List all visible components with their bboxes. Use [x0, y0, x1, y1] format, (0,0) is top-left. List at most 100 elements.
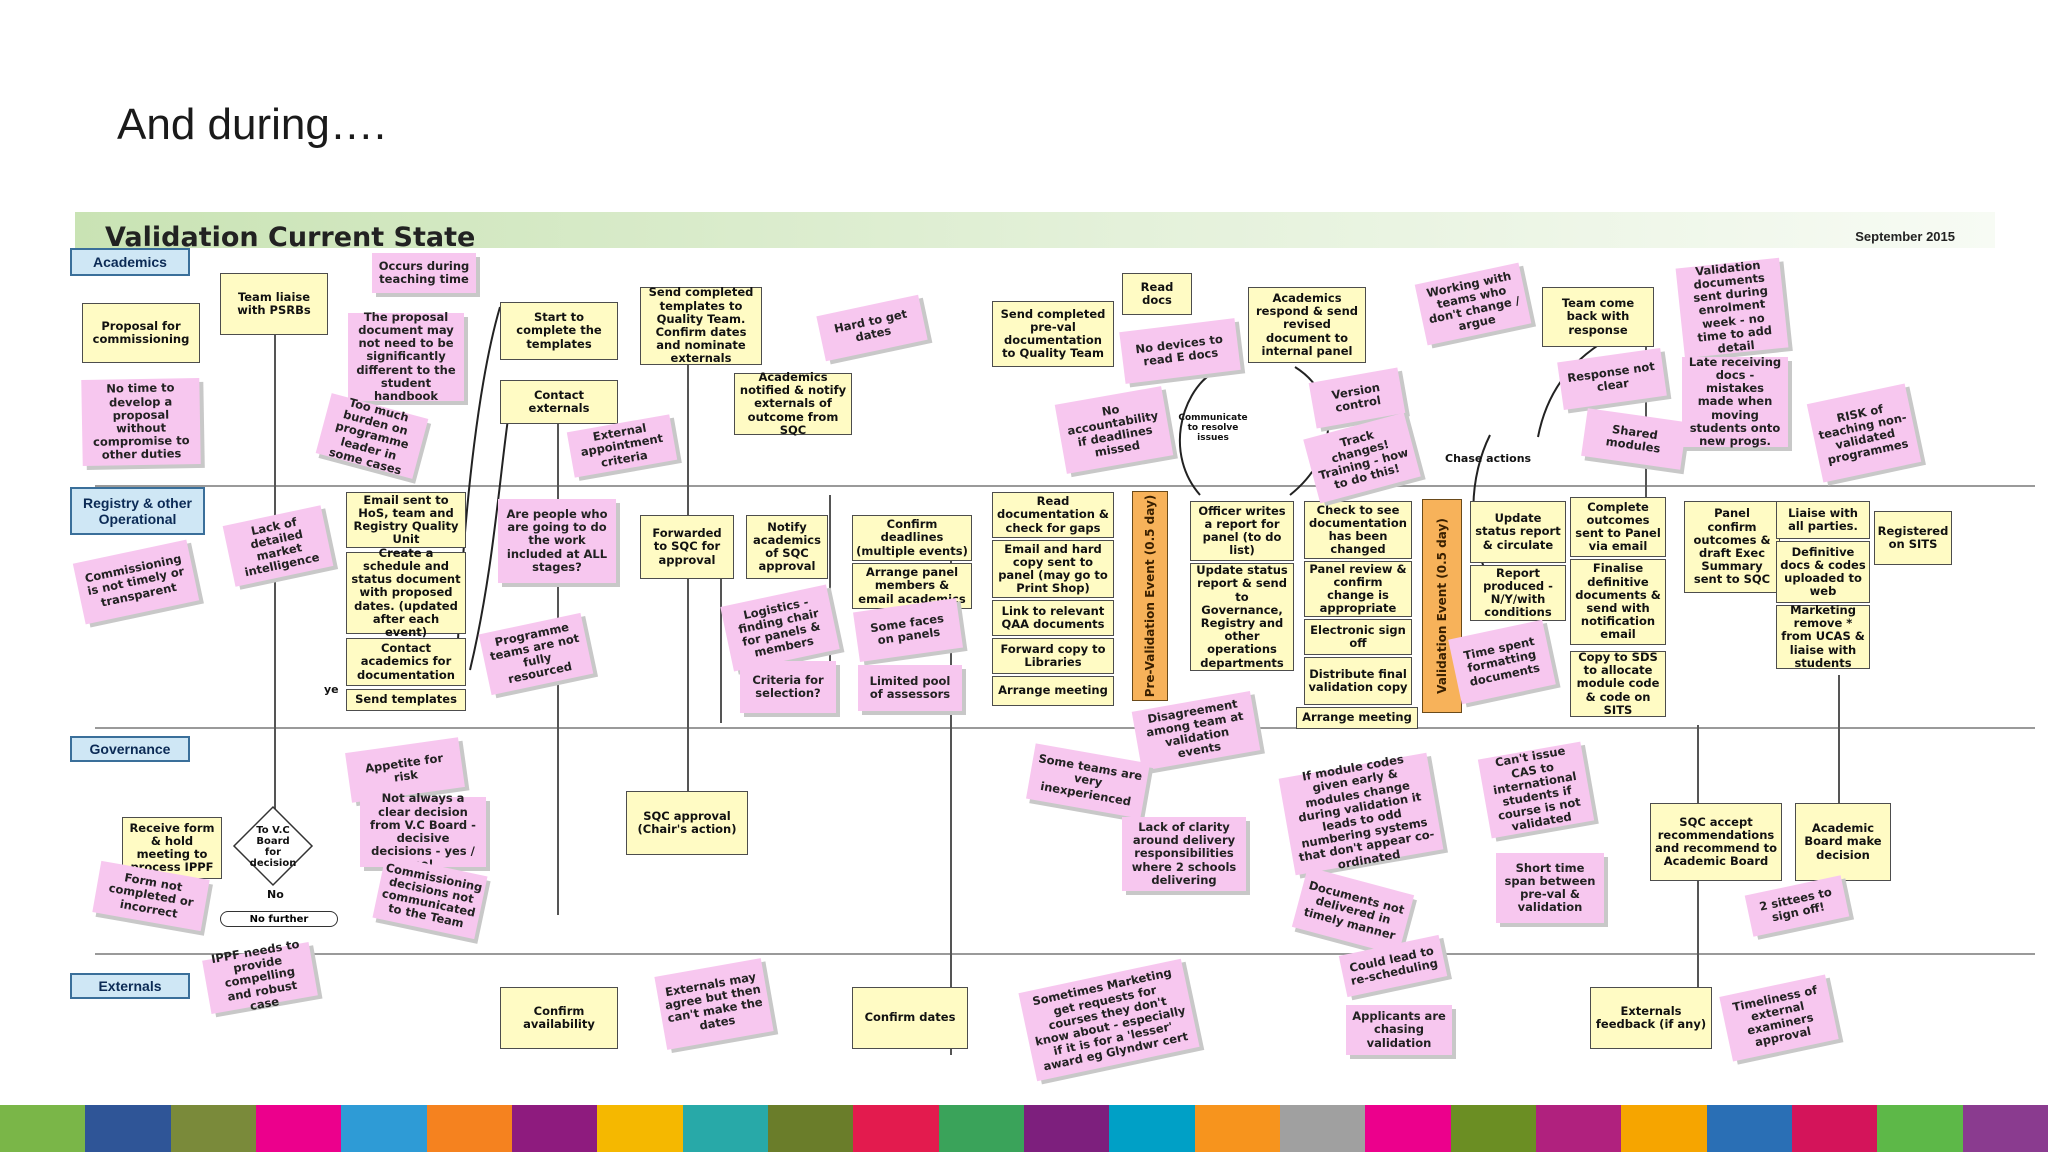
- box-team-come-back: Team come back with response: [1542, 287, 1654, 347]
- lane-academics: Academics: [70, 248, 190, 276]
- sticky-note: Applicants are chasing validation: [1346, 1005, 1452, 1055]
- diagram-header: Validation Current State September 2015: [75, 212, 1995, 253]
- validation-diagram: Validation Current State September 2015 …: [60, 205, 2035, 1085]
- connector: [687, 365, 689, 835]
- sticky-note: IPPF needs to provide compelling and rob…: [202, 937, 318, 1014]
- stripe-segment: [1791, 1105, 1878, 1152]
- decision-diamond: [232, 805, 314, 887]
- decision-label: To V.C Board for decision: [249, 825, 297, 869]
- box-contact-externals: Contact externals: [500, 380, 618, 424]
- stripe-segment: [1706, 1105, 1792, 1152]
- decision-yes-label: ye: [324, 683, 339, 696]
- sticky-note: Not always a clear decision from V.C Boa…: [360, 792, 486, 871]
- sticky-note: No devices to read E docs: [1119, 318, 1241, 384]
- sticky-note: Working with teams who don't change / ar…: [1414, 262, 1532, 346]
- box-finalise-definitive: Finalise definitive documents & send wit…: [1570, 559, 1666, 645]
- box-sqc-accept: SQC accept recommendations and recommend…: [1650, 803, 1782, 881]
- sticky-note: The proposal document may not need to be…: [348, 310, 464, 403]
- stripe-segment: [1109, 1105, 1195, 1152]
- box-arrange-meeting-2: Arrange meeting: [1296, 707, 1418, 729]
- lane-divider-2: [95, 727, 2035, 729]
- lane-governance: Governance: [70, 736, 190, 762]
- sticky-note: If module codes given early & modules ch…: [1278, 752, 1444, 876]
- box-confirm-deadlines: Confirm deadlines (multiple events): [852, 515, 972, 561]
- stripe-segment: [1194, 1105, 1280, 1152]
- box-complete-outcomes: Complete outcomes sent to Panel via emai…: [1570, 497, 1666, 557]
- sticky-note: Disagreement among team at validation ev…: [1131, 691, 1261, 771]
- sticky-note: RISK of teaching non-validated programme…: [1806, 383, 1922, 483]
- color-stripe-footer: [0, 1105, 2048, 1152]
- box-team-liaise-psrbs: Team liaise with PSRBs: [220, 273, 328, 335]
- box-academics-respond: Academics respond & send revised documen…: [1248, 287, 1366, 363]
- sticky-note: Some teams are very inexperienced: [1026, 743, 1150, 819]
- box-send-preval-docs: Send completed pre-val documentation to …: [992, 301, 1114, 367]
- box-liaise-all-parties: Liaise with all parties.: [1776, 501, 1870, 539]
- box-arrange-meeting-1: Arrange meeting: [992, 676, 1114, 706]
- slide-title: And during….: [117, 100, 387, 149]
- sticky-note: 2 sittees to sign off!: [1744, 875, 1850, 937]
- decision-no-label: No: [267, 888, 284, 901]
- box-link-qaa: Link to relevant QAA documents: [992, 600, 1114, 636]
- connector: [1645, 315, 1647, 505]
- box-update-status-circulate: Update status report & circulate: [1470, 501, 1566, 563]
- box-email-sent-hos: Email sent to HoS, team and Registry Qua…: [346, 492, 466, 548]
- box-read-docs: Read docs: [1122, 273, 1192, 315]
- diagram-title: Validation Current State: [105, 222, 476, 253]
- stripe-segment: [1365, 1105, 1451, 1152]
- connector: [829, 495, 831, 665]
- pre-validation-event: Pre-Validation Event (0.5 day): [1132, 491, 1168, 701]
- box-confirm-dates: Confirm dates: [852, 987, 968, 1049]
- sticky-note: Lack of detailed market intelligence: [222, 505, 334, 587]
- sticky-note: Sometimes Marketing get requests for cou…: [1018, 958, 1200, 1082]
- box-send-completed-templates: Send completed templates to Quality Team…: [640, 286, 762, 365]
- box-arrange-panel: Arrange panel members & email academics: [852, 563, 972, 609]
- sticky-note: Logistics - finding chair for panels & m…: [720, 584, 840, 672]
- box-notify-sqc-approval: Notify academics of SQC approval: [746, 515, 828, 579]
- stripe-segment: [1450, 1105, 1536, 1152]
- box-copy-sds: Copy to SDS to allocate module code & co…: [1570, 650, 1666, 717]
- sticky-note: No accountability if deadlines missed: [1054, 386, 1174, 474]
- sticky-note: Occurs during teaching time: [372, 253, 476, 293]
- box-registered-sits: Registered on SITS: [1874, 511, 1952, 565]
- box-academic-board: Academic Board make decision: [1795, 803, 1891, 881]
- stripe-segment: [511, 1105, 598, 1152]
- sticky-note: Shared modules: [1581, 408, 1687, 470]
- stripe-segment: [170, 1105, 256, 1152]
- stripe-segment: [853, 1105, 939, 1152]
- sticky-note: Timeliness of external examiners approva…: [1719, 974, 1839, 1062]
- annotation-communicate: Communicate to resolve issues: [1178, 413, 1248, 443]
- sticky-note: No time to develop a proposal without co…: [81, 377, 201, 467]
- box-read-documentation: Read documentation & check for gaps: [992, 492, 1114, 538]
- sticky-note: Externals may agree but then can't make …: [654, 958, 774, 1050]
- lane-externals: Externals: [70, 973, 190, 999]
- stripe-segment: [597, 1105, 683, 1152]
- sticky-note: Lack of clarity around delivery responsi…: [1122, 817, 1246, 891]
- box-marketing-remove: Marketing remove * from UCAS & liaise wi…: [1776, 603, 1870, 669]
- box-definitive-docs-web: Definitive docs & codes uploaded to web: [1776, 541, 1870, 603]
- sticky-note: Response not clear: [1557, 347, 1667, 411]
- box-proposal-commissioning: Proposal for commissioning: [82, 303, 200, 363]
- sticky-note: Criteria for selection?: [740, 661, 836, 713]
- stripe-segment: [1621, 1105, 1707, 1152]
- stripe-segment: [1877, 1105, 1963, 1152]
- stripe-segment: [85, 1105, 171, 1152]
- box-email-hard-copy: Email and hard copy sent to panel (may g…: [992, 540, 1114, 598]
- sticky-note: Time spent formatting documents: [1448, 619, 1556, 705]
- box-sqc-approval: SQC approval (Chair's action): [626, 791, 748, 855]
- box-forward-libraries: Forward copy to Libraries: [992, 638, 1114, 674]
- stripe-segment: [1023, 1105, 1110, 1152]
- box-contact-academics: Contact academics for documentation: [346, 638, 466, 686]
- stripe-segment: [767, 1105, 854, 1152]
- sticky-note: Short time span between pre-val & valida…: [1496, 853, 1604, 923]
- stripe-segment: [1962, 1105, 2048, 1152]
- connector: [274, 325, 276, 835]
- box-panel-review: Panel review & confirm change is appropr…: [1304, 561, 1412, 617]
- box-send-templates: Send templates: [346, 689, 466, 711]
- box-academics-notified: Academics notified & notify externals of…: [734, 370, 852, 436]
- no-further-terminal: No further: [220, 911, 338, 927]
- sticky-note: Can't issue CAS to international student…: [1477, 741, 1595, 839]
- box-externals-feedback: Externals feedback (if any): [1590, 987, 1712, 1049]
- sticky-note: Documents not delivered in timely manner: [1291, 866, 1415, 956]
- box-check-documentation: Check to see documentation has been chan…: [1304, 501, 1412, 559]
- annotation-chase-actions: Chase actions: [1445, 452, 1532, 465]
